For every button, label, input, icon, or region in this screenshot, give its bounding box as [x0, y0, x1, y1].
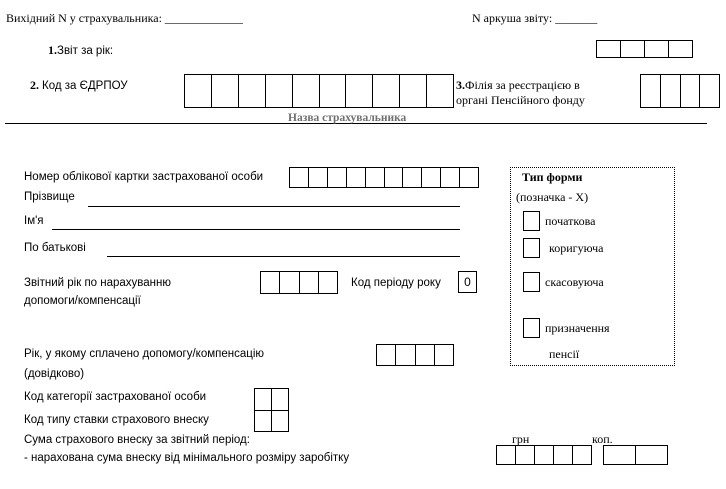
digit-cell[interactable] [422, 168, 442, 187]
digit-cell[interactable] [266, 75, 293, 107]
digit-cell[interactable] [669, 41, 692, 57]
sum-label: Сума страхового внеску за звітний період… [24, 434, 250, 446]
digit-cell[interactable] [435, 345, 453, 365]
digit-cell[interactable] [320, 75, 347, 107]
edrpou-num: 2. [30, 78, 39, 92]
digit-cell[interactable] [385, 168, 404, 187]
digit-cell[interactable] [554, 446, 573, 464]
patronymic-label: По батькові [24, 242, 86, 254]
digit-cell[interactable] [460, 168, 478, 187]
digit-cell[interactable] [416, 345, 435, 365]
digit-cell[interactable] [400, 75, 428, 107]
pension-assignment-label-line2: пенсії [549, 347, 580, 361]
accrual-year-cells[interactable] [260, 271, 338, 294]
pension-assignment-checkbox[interactable] [523, 318, 540, 338]
digit-cell[interactable] [516, 446, 535, 464]
digit-cell[interactable] [403, 168, 423, 187]
digit-cell[interactable] [293, 75, 320, 107]
digit-cell[interactable] [290, 168, 309, 187]
digit-cell[interactable] [347, 168, 366, 187]
report-year-label: 1.Звіт за рік: [48, 43, 113, 58]
form-type-title: Тип форми [522, 170, 583, 184]
accrual-year-label-line1: Звітний рік по нарахуванню [24, 277, 172, 289]
form-type-box [510, 167, 675, 366]
sum-uah-cells[interactable] [496, 445, 592, 465]
category-label: Код категорії застрахованої особи [24, 391, 207, 403]
digit-cell[interactable] [645, 41, 669, 57]
digit-cell[interactable] [300, 272, 319, 293]
branch-cells[interactable] [640, 74, 720, 108]
currency-kop-label: коп. [592, 432, 613, 446]
digit-cell[interactable] [373, 75, 401, 107]
edrpou-label: 2. Код за ЄДРПОУ [30, 78, 128, 93]
digit-cell[interactable] [328, 168, 347, 187]
digit-cell[interactable] [396, 345, 416, 365]
digit-cell[interactable] [309, 168, 328, 187]
digit-cell[interactable] [681, 75, 701, 107]
period-code-field[interactable]: 0 [458, 271, 477, 293]
name-label: Ім'я [24, 215, 44, 227]
digit-cell[interactable] [700, 75, 719, 107]
card-number-cells[interactable] [289, 167, 479, 188]
card-number-label: Номер облікової картки застрахованої осо… [24, 171, 264, 183]
accrual-year-label-line2: допомоги/компенсації [24, 295, 141, 307]
digit-cell[interactable] [239, 75, 266, 107]
digit-cell[interactable] [597, 41, 621, 57]
pension-assignment-label: призначення [545, 321, 610, 335]
digit-cell[interactable] [636, 446, 667, 464]
digit-cell[interactable] [535, 446, 554, 464]
correcting-label: коригуюча [549, 241, 604, 255]
branch-num: 3. [456, 78, 465, 92]
sum-kop-cells[interactable] [603, 445, 668, 465]
paid-year-cells[interactable] [376, 344, 454, 366]
cancelling-checkbox[interactable] [523, 272, 540, 292]
incoming-number-label: Вихідний N у страхувальника: ___________… [6, 11, 243, 25]
digit-cell[interactable] [319, 272, 337, 293]
branch-label-line1: 3.Філія за реєстрацією в [456, 78, 580, 92]
form-type-hint: (позначка - Х) [516, 190, 589, 204]
digit-cell[interactable] [641, 75, 661, 107]
sheet-number-label: N аркуша звіту: _______ [472, 11, 598, 25]
correcting-checkbox[interactable] [523, 238, 540, 258]
cancelling-label: скасовуюча [545, 275, 604, 289]
report-year-text: Звіт за рік: [57, 45, 114, 57]
digit-cell[interactable] [366, 168, 385, 187]
digit-cell[interactable] [573, 446, 591, 464]
category-rate-cells[interactable] [254, 388, 289, 432]
digit-cell[interactable] [441, 168, 461, 187]
digit-cell[interactable] [604, 446, 636, 464]
insurer-name-line[interactable] [5, 123, 707, 124]
paid-year-label-line1: Рік, у якому сплачено допомогу/компенсац… [24, 348, 265, 360]
surname-field[interactable] [88, 206, 460, 207]
report-year-cells[interactable] [596, 40, 693, 58]
branch-label-line2: органі Пенсійного фонду [456, 93, 585, 107]
initial-label: початкова [545, 214, 596, 228]
name-field[interactable] [52, 229, 460, 230]
digit-cell[interactable] [346, 75, 374, 107]
digit-cell[interactable] [661, 75, 681, 107]
rate-type-label: Код типу ставки страхового внеску [24, 414, 209, 426]
digit-cell[interactable] [261, 272, 281, 293]
period-code-label: Код періоду року [351, 277, 441, 289]
paid-year-label-line2: (довідково) [24, 368, 85, 380]
edrpou-cells[interactable] [184, 74, 454, 108]
initial-checkbox[interactable] [523, 211, 540, 231]
digit-cell[interactable] [427, 75, 453, 107]
edrpou-text: Код за ЄДРПОУ [42, 80, 128, 92]
digit-cell[interactable] [212, 75, 239, 107]
currency-uah-label: грн [512, 432, 530, 446]
report-year-num: 1. [48, 43, 57, 57]
digit-cell[interactable] [377, 345, 397, 365]
digit-cell[interactable] [280, 272, 300, 293]
min-sum-label: - нарахована сума внеску від мінімальног… [24, 452, 350, 464]
surname-label: Прізвище [24, 191, 75, 203]
branch-text: Філія за реєстрацією в [465, 78, 580, 92]
digit-cell[interactable] [497, 446, 516, 464]
digit-cell[interactable] [621, 41, 645, 57]
insurer-name-caption: Назва страхувальника [288, 112, 407, 124]
digit-cell[interactable] [185, 75, 212, 107]
patronymic-field[interactable] [107, 256, 460, 257]
